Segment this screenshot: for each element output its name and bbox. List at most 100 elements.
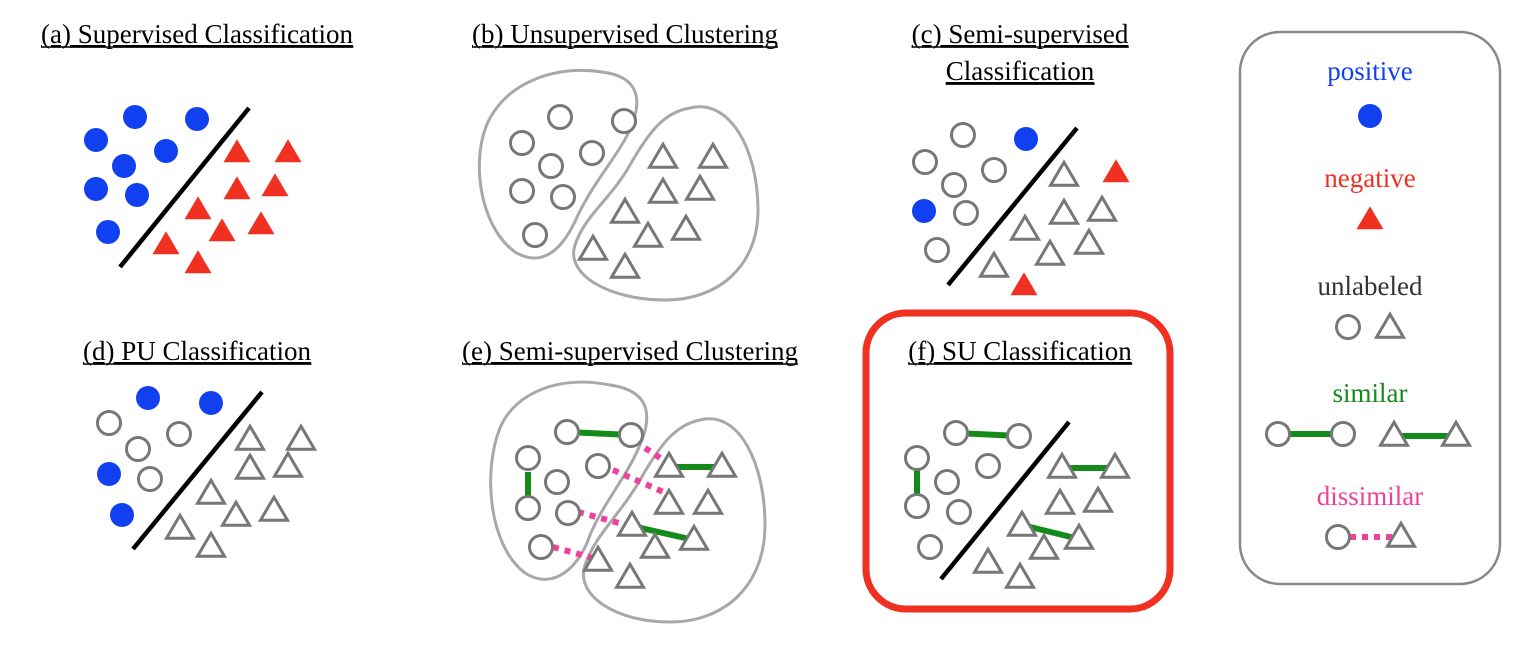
unlabeled-triangle-icon [646,141,680,169]
unlabeled-circle-icon [917,534,943,560]
unlabeled-circle-icon [934,469,960,495]
dissimilar-link [611,467,670,497]
panel-title: Classification [946,56,1095,86]
positive-point-icon [199,391,223,415]
unlabeled-circle-icon [950,122,976,148]
highlight-frame [862,309,1174,613]
legend-similar-circle-icon [1265,421,1291,447]
unlabeled-circle-icon [137,466,163,492]
unlabeled-circle-icon [611,108,637,134]
negative-point-icon [274,139,302,163]
unlabeled-triangle-icon [1005,509,1039,537]
unlabeled-circle-icon [166,421,192,447]
unlabeled-circle-icon [981,157,1007,183]
unlabeled-triangle-icon [194,530,228,558]
unlabeled-triangle-icon [1033,238,1067,266]
unlabeled-triangle-icon [1047,197,1081,225]
panel-title: (a) Supervised Classification [41,19,353,49]
unlabeled-triangle-icon [1098,451,1132,479]
negative-point-icon [208,218,236,242]
unlabeled-circle-icon [1006,423,1032,449]
unlabeled-triangle-icon [1072,227,1106,255]
unlabeled-triangle-icon [977,250,1011,278]
positive-point-icon [1014,127,1038,151]
unlabeled-triangle-icon [1081,485,1115,513]
unlabeled-triangle-icon [233,423,267,451]
legend-similar-triangle-icon [1377,419,1411,447]
cluster-outline [572,105,760,302]
unlabeled-triangle-icon [1043,487,1077,515]
unlabeled-triangle-icon [631,220,665,248]
unlabeled-circle-icon [554,419,580,445]
legend-frame [1238,30,1502,586]
unlabeled-circle-icon [904,493,930,519]
positive-point-icon [912,199,936,223]
unlabeled-triangle-icon [669,213,703,241]
unlabeled-triangle-icon [1003,561,1037,589]
unlabeled-circle-icon [941,172,967,198]
decision-boundary [946,126,1079,287]
unlabeled-circle-icon [522,222,548,248]
unlabeled-circle-icon [904,445,930,471]
legend-dissimilar-circle-icon [1325,524,1351,550]
panel-b: (b) Unsupervised Clustering [472,19,778,302]
unlabeled-triangle-icon [613,561,647,589]
unlabeled-triangle-icon [1085,194,1119,222]
unlabeled-circle-icon [912,149,938,175]
positive-point-icon [110,503,134,527]
unlabeled-circle-icon [125,436,151,462]
negative-point-icon [223,139,251,163]
unlabeled-triangle-icon [257,494,291,522]
panel-title: (c) Semi-supervised [912,19,1129,49]
unlabeled-triangle-icon [646,176,680,204]
positive-point-icon [123,105,147,129]
unlabeled-triangle-icon [652,487,686,515]
negative-point-icon [184,250,212,274]
legend-similar-circle-icon [1330,421,1356,447]
unlabeled-triangle-icon [677,523,711,551]
unlabeled-circle-icon [946,499,972,525]
unlabeled-circle-icon [96,410,122,436]
unlabeled-triangle-icon [615,509,649,537]
positive-point-icon [125,183,149,207]
legend: positivenegativeunlabeledsimilardissimil… [1238,30,1502,586]
panel-title: (f) SU Classification [908,336,1132,366]
unlabeled-triangle-icon [1047,159,1081,187]
unlabeled-circle-icon [509,130,535,156]
unlabeled-triangle-icon [971,546,1005,574]
legend-unlabeled-circle-icon [1335,314,1361,340]
unlabeled-triangle-icon [691,487,725,515]
legend-positive-icon [1358,104,1382,128]
unlabeled-circle-icon [515,445,541,471]
panel-title: (e) Semi-supervised Clustering [462,336,798,366]
unlabeled-circle-icon [544,469,570,495]
legend-negative-icon [1356,206,1384,230]
unlabeled-circle-icon [579,140,605,166]
unlabeled-circle-icon [547,104,573,130]
unlabeled-circle-icon [509,178,535,204]
positive-point-icon [154,139,178,163]
legend-similar-triangle-icon [1439,419,1473,447]
positive-point-icon [136,386,160,410]
panel-title: (d) PU Classification [83,336,311,366]
panel-d: (d) PU Classification [83,336,318,558]
unlabeled-triangle-icon [1062,522,1096,550]
unlabeled-circle-icon [585,453,611,479]
legend-unlabeled-triangle-icon [1373,311,1407,339]
legend-label-negative: negative [1324,163,1415,193]
legend-label-similar: similar [1333,378,1408,408]
unlabeled-circle-icon [943,420,969,446]
negative-point-icon [184,196,212,220]
dissimilar-link [643,445,670,466]
unlabeled-triangle-icon [163,512,197,540]
negative-point-icon [261,173,289,197]
positive-point-icon [112,154,136,178]
unlabeled-circle-icon [515,495,541,521]
dissimilar-link [577,509,631,529]
unlabeled-triangle-icon [1008,213,1042,241]
decision-boundary [131,390,264,551]
panel-title: (b) Unsupervised Clustering [472,19,778,49]
decision-boundary [118,106,251,269]
